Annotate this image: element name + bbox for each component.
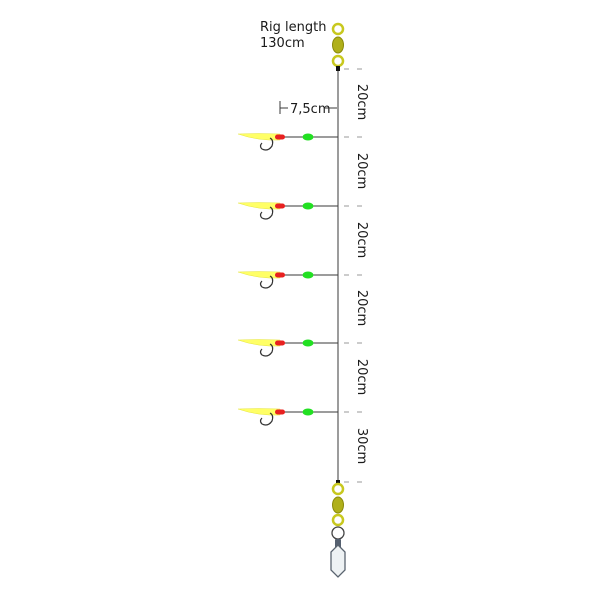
red-bead <box>275 409 285 415</box>
green-bead <box>302 408 314 416</box>
hook-icon <box>259 206 274 220</box>
segment-label-3: 20cm <box>354 222 369 258</box>
lure-skirt <box>237 339 281 347</box>
green-bead <box>302 271 314 279</box>
hook-dropper <box>237 408 338 426</box>
rig-length-value: 130cm <box>260 36 305 51</box>
bottom-swivel <box>330 480 346 578</box>
red-bead <box>275 340 285 346</box>
sinker-split-ring <box>331 526 345 540</box>
lure-skirt <box>237 202 281 210</box>
dropper-length-annotation: 7,5cm <box>279 101 337 117</box>
lure-skirt <box>237 408 281 416</box>
top-swivel-lower-ring <box>331 54 345 68</box>
top-swivel-ring <box>331 22 345 36</box>
hook-icon <box>259 275 274 289</box>
green-bead <box>302 339 314 347</box>
lure-skirt <box>237 133 281 141</box>
segment-label-5: 20cm <box>354 359 369 395</box>
segment-label-1: 20cm <box>354 84 369 120</box>
top-swivel <box>331 22 345 71</box>
top-crimp <box>336 66 340 71</box>
rig-length-title: Rig length <box>260 20 327 35</box>
hook-dropper <box>237 339 338 357</box>
bottom-crimp <box>336 480 340 485</box>
green-bead <box>302 202 314 210</box>
sinker <box>330 544 346 578</box>
red-bead <box>275 134 285 140</box>
hook-dropper <box>237 133 338 151</box>
segment-ticks <box>344 68 366 483</box>
rig-length-label: Rig length 130cm <box>260 20 326 52</box>
bottom-swivel-barrel <box>332 496 344 514</box>
segment-label-4: 20cm <box>354 290 369 326</box>
red-bead <box>275 203 285 209</box>
hook-dropper <box>237 271 338 289</box>
hook-icon <box>259 137 274 151</box>
hook-droppers <box>237 133 338 426</box>
hook-icon <box>259 412 274 426</box>
dropper-length-label: 7,5cm <box>290 102 331 117</box>
hook-dropper <box>237 202 338 220</box>
red-bead <box>275 272 285 278</box>
green-bead <box>302 133 314 141</box>
segment-labels: 20cm 20cm 20cm 20cm 20cm 30cm <box>354 84 369 464</box>
bottom-swivel-lower-ring <box>331 513 345 527</box>
top-swivel-barrel <box>332 36 344 54</box>
segment-label-2: 20cm <box>354 153 369 189</box>
segment-label-6: 30cm <box>354 428 369 464</box>
bottom-swivel-ring <box>331 482 345 496</box>
lure-skirt <box>237 271 281 279</box>
hook-icon <box>259 343 274 357</box>
